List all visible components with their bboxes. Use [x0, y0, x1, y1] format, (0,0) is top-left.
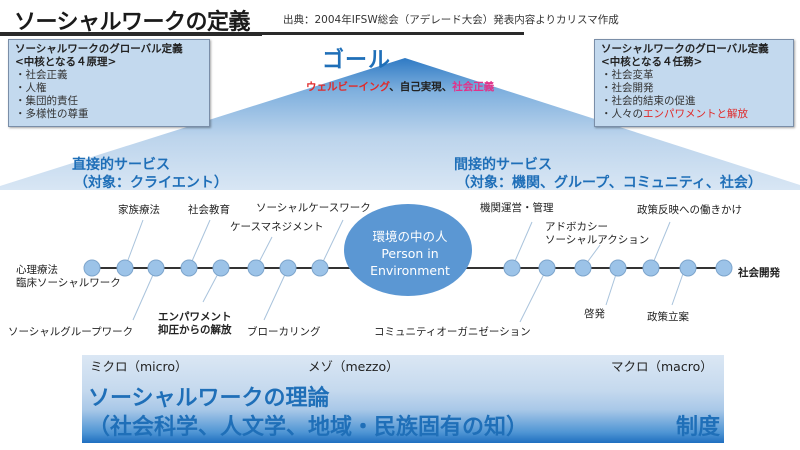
page-title: ソーシャルワークの定義: [14, 10, 251, 35]
indirect-services-target: （対象：機関、グループ、コミュニティ、社会）: [456, 175, 762, 191]
label-case-management: ケースマネジメント: [230, 221, 324, 233]
principle-item: ・集団的責任: [15, 95, 78, 107]
scale-macro: マクロ（macro）: [611, 359, 713, 374]
scale-micro: ミクロ（micro）: [90, 359, 188, 374]
label-social-action: ソーシャルアクション: [545, 234, 650, 246]
label-social-groupwork: ソーシャルグループワーク: [8, 326, 134, 338]
label-policy-planning: 政策立案: [647, 311, 689, 323]
label-community-organization: コミュニティオーガニゼーション: [374, 326, 531, 338]
box-subheading: <中核となる４原理>: [15, 56, 117, 68]
label-awareness: 啓発: [584, 308, 605, 320]
principle-item: ・多様性の尊重: [15, 108, 89, 120]
pie-english-line1: Person in: [381, 246, 439, 261]
indirect-services-title: 間接的サービス: [454, 157, 552, 173]
label-clinical-sw: 臨床ソーシャルワーク: [16, 277, 121, 289]
principle-item: ・人権: [15, 82, 47, 94]
mission-item: ・社会開発: [601, 82, 654, 94]
goal-wellbeing: ウェルビーイング: [306, 81, 390, 93]
pyramid-base-mask: [0, 190, 800, 200]
goal-social-justice: 社会正義: [452, 81, 495, 93]
person-in-environment: 環境の中の人 Person in Environment: [346, 228, 474, 279]
timeline-right-end: 社会開発: [738, 267, 780, 279]
theory-foundation-panel: [82, 355, 724, 443]
separator: 、: [389, 81, 400, 93]
label-advocacy: アドボカシー: [545, 221, 608, 233]
timeline-left-end: 心理療法 臨床ソーシャルワーク: [16, 264, 121, 290]
box-subheading: <中核となる４任務>: [601, 56, 703, 68]
theory-subtitle: （社会科学、人文学、地域・民族固有の知）: [88, 415, 529, 440]
mission-item: ・人々のエンパワメントと解放: [601, 108, 787, 121]
pie-japanese: 環境の中の人: [372, 229, 448, 244]
theory-title: ソーシャルワークの理論: [88, 386, 330, 411]
goal-title: ゴール: [322, 48, 392, 73]
mission-item: ・社会変革: [601, 69, 654, 81]
source-underline: [262, 32, 524, 35]
label-brokering: ブローカリング: [247, 326, 321, 338]
separator: 、: [441, 81, 453, 93]
service-spectrum: [83, 204, 733, 323]
label-family-therapy: 家族療法: [118, 204, 160, 216]
goal-pyramid: [0, 58, 800, 190]
goal-self-realization: 自己実現: [399, 81, 442, 93]
label-agency-administration: 機関運営・管理: [480, 202, 554, 214]
mission-prefix: ・人々の: [601, 108, 643, 120]
goal-description: ウェルビーイング、自己実現、社会正義: [306, 79, 494, 94]
label-policy-influence: 政策反映への働きかけ: [637, 204, 742, 216]
mission-item: ・社会的結束の促進: [601, 95, 696, 107]
label-social-casework: ソーシャルケースワーク: [256, 202, 371, 214]
direct-services-target: （対象：クライエント）: [74, 175, 228, 191]
box-heading: ソーシャルワークのグローバル定義: [15, 43, 183, 55]
label-social-education: 社会教育: [188, 204, 230, 216]
source-citation: 出典：2004年IFSW総会（アデレード大会）発表内容よりカリスマ作成: [283, 14, 619, 26]
principle-item: ・社会正義: [15, 69, 68, 81]
label-psychotherapy: 心理療法: [16, 264, 58, 276]
core-missions-box: ソーシャルワークのグローバル定義 <中核となる４任務> ・社会変革 ・社会開発 …: [594, 39, 794, 127]
label-empowerment: エンパワメント: [158, 311, 232, 323]
direct-services-title: 直接的サービス: [72, 157, 170, 173]
mission-highlight: エンパワメントと解放: [643, 108, 748, 120]
core-principles-box: ソーシャルワークのグローバル定義 <中核となる４原理> ・社会正義 ・人権 ・集…: [8, 39, 210, 127]
scale-mezzo: メゾ（mezzo）: [308, 359, 399, 374]
pie-english-line2: Environment: [370, 263, 450, 278]
label-liberation: 抑圧からの解放: [158, 324, 232, 336]
title-underline: [0, 32, 262, 36]
box-heading: ソーシャルワークのグローバル定義: [601, 43, 769, 55]
system-label: 制度: [676, 415, 721, 440]
